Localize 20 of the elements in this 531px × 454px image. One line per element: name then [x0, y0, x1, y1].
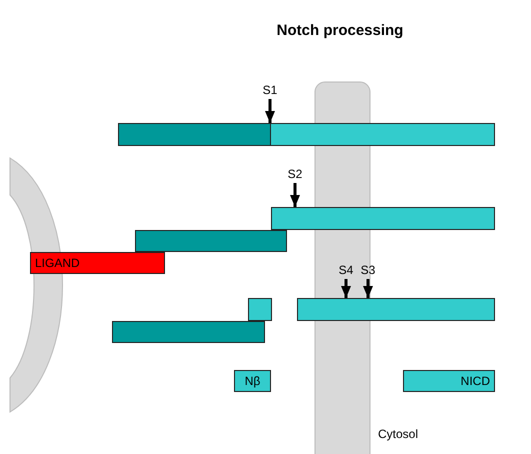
fragment-bar: [297, 298, 495, 321]
fragment-bar: [248, 298, 272, 321]
cleavage-site-label: S4: [334, 262, 358, 278]
fragment-bar: Nβ: [234, 370, 271, 392]
fragment-bar: [271, 207, 495, 230]
arrow: [265, 99, 275, 123]
title: Notch processing: [276, 22, 404, 39]
cleavage-site-label: S1: [258, 82, 282, 98]
fragment-bar: [118, 123, 271, 146]
region-label: Cytosol: [378, 427, 418, 441]
cleavage-site-label: S2: [283, 166, 307, 182]
fragment-bar: [112, 321, 265, 343]
cleavage-site-label: S3: [356, 262, 380, 278]
ligand-bar: LIGAND: [30, 252, 165, 274]
arrow: [290, 183, 300, 207]
arrow: [363, 279, 373, 298]
fragment-bar: NICD: [403, 370, 495, 392]
arrow: [341, 279, 351, 298]
fragment-bar: [270, 123, 495, 146]
fragment-bar: [135, 230, 287, 252]
